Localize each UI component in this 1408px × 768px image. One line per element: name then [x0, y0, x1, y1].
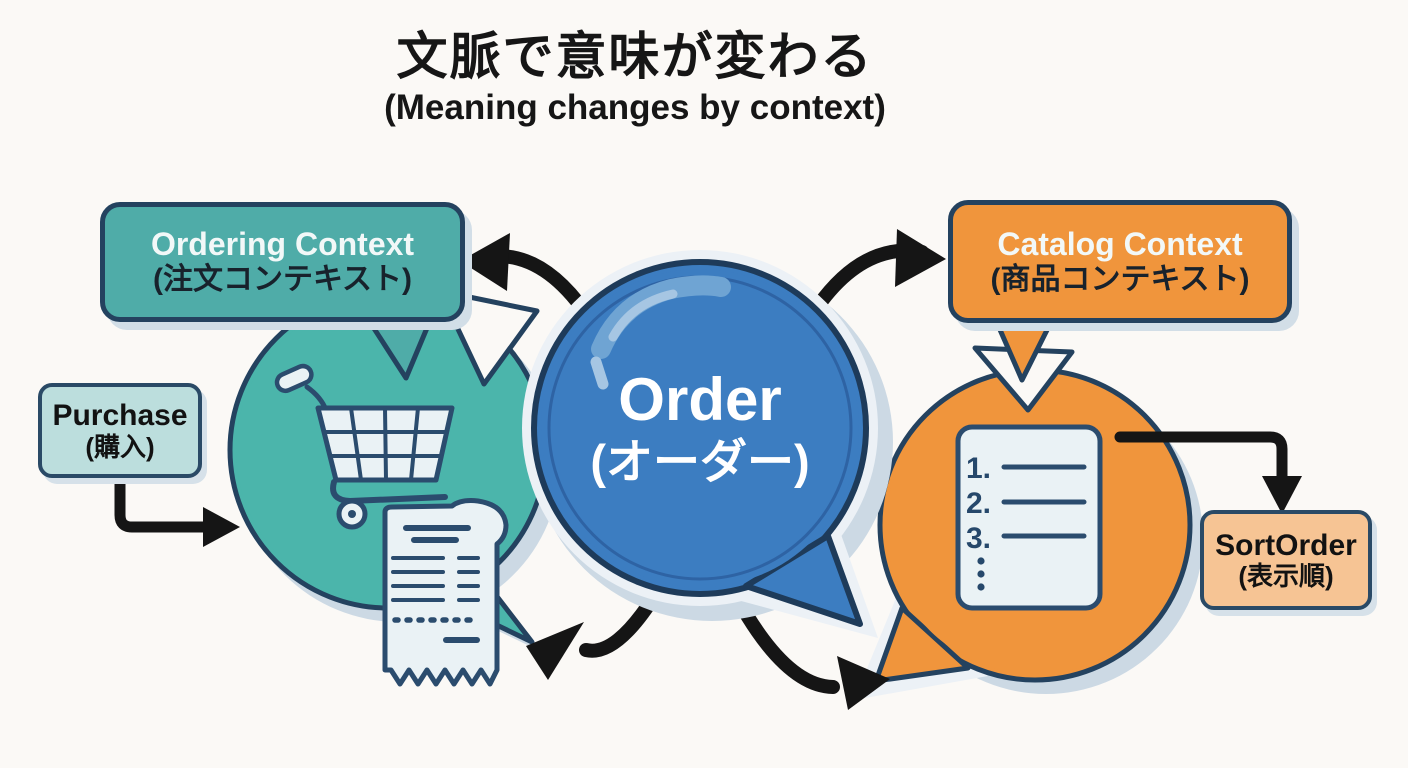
- order-term: Order (オーダー): [552, 366, 848, 488]
- ordering-bubble-notch: [437, 288, 540, 387]
- title-japanese: 文脈で意味が変わる: [396, 28, 874, 85]
- order-bubble-highlight: [591, 275, 731, 359]
- catalog-context-name-jp: (商品コンテキスト): [990, 262, 1250, 296]
- arrow-order-to-ordering-bottom: [526, 588, 662, 680]
- list-item-3: 3.: [966, 522, 991, 555]
- catalog-context-label: Catalog Context (商品コンテキスト): [948, 200, 1292, 323]
- purchase-label-en: Purchase: [52, 399, 188, 433]
- arrow-catalog-to-sortorder: [1114, 431, 1302, 514]
- list-item-1: 1.: [966, 452, 991, 485]
- title-english: (Meaning changes by context): [384, 87, 886, 127]
- catalog-bubble-tail: [873, 605, 971, 684]
- order-term-en: Order: [618, 366, 782, 433]
- list-item-2: 2.: [966, 487, 991, 520]
- arrow-order-to-catalog-bottom: [731, 593, 890, 710]
- sortorder-label-en: SortOrder: [1215, 528, 1357, 562]
- page-title: 文脈で意味が変わる (Meaning changes by context): [0, 28, 1270, 127]
- numbered-list-icon: 1. 2. 3.: [955, 424, 1103, 611]
- purchase-label-jp: (購入): [85, 431, 155, 462]
- ordering-context-label: Ordering Context (注文コンテキスト): [100, 202, 465, 322]
- catalog-context-name-en: Catalog Context: [997, 225, 1243, 262]
- ordering-context-name-jp: (注文コンテキスト): [152, 263, 413, 297]
- sortorder-box: SortOrder (表示順): [1200, 510, 1372, 610]
- shopping-cart-icon: [274, 363, 455, 530]
- purchase-box: Purchase (購入): [38, 383, 202, 478]
- order-bubble: [522, 250, 893, 638]
- arrow-order-to-ordering: [460, 233, 592, 319]
- arrow-purchase-to-ordering: [114, 472, 240, 547]
- sortorder-label-jp: (表示順): [1238, 561, 1334, 592]
- arrow-order-to-catalog: [811, 229, 946, 313]
- ordering-context-name-en: Ordering Context: [150, 226, 415, 263]
- order-term-jp: (オーダー): [590, 435, 810, 488]
- receipt-icon: [382, 498, 509, 687]
